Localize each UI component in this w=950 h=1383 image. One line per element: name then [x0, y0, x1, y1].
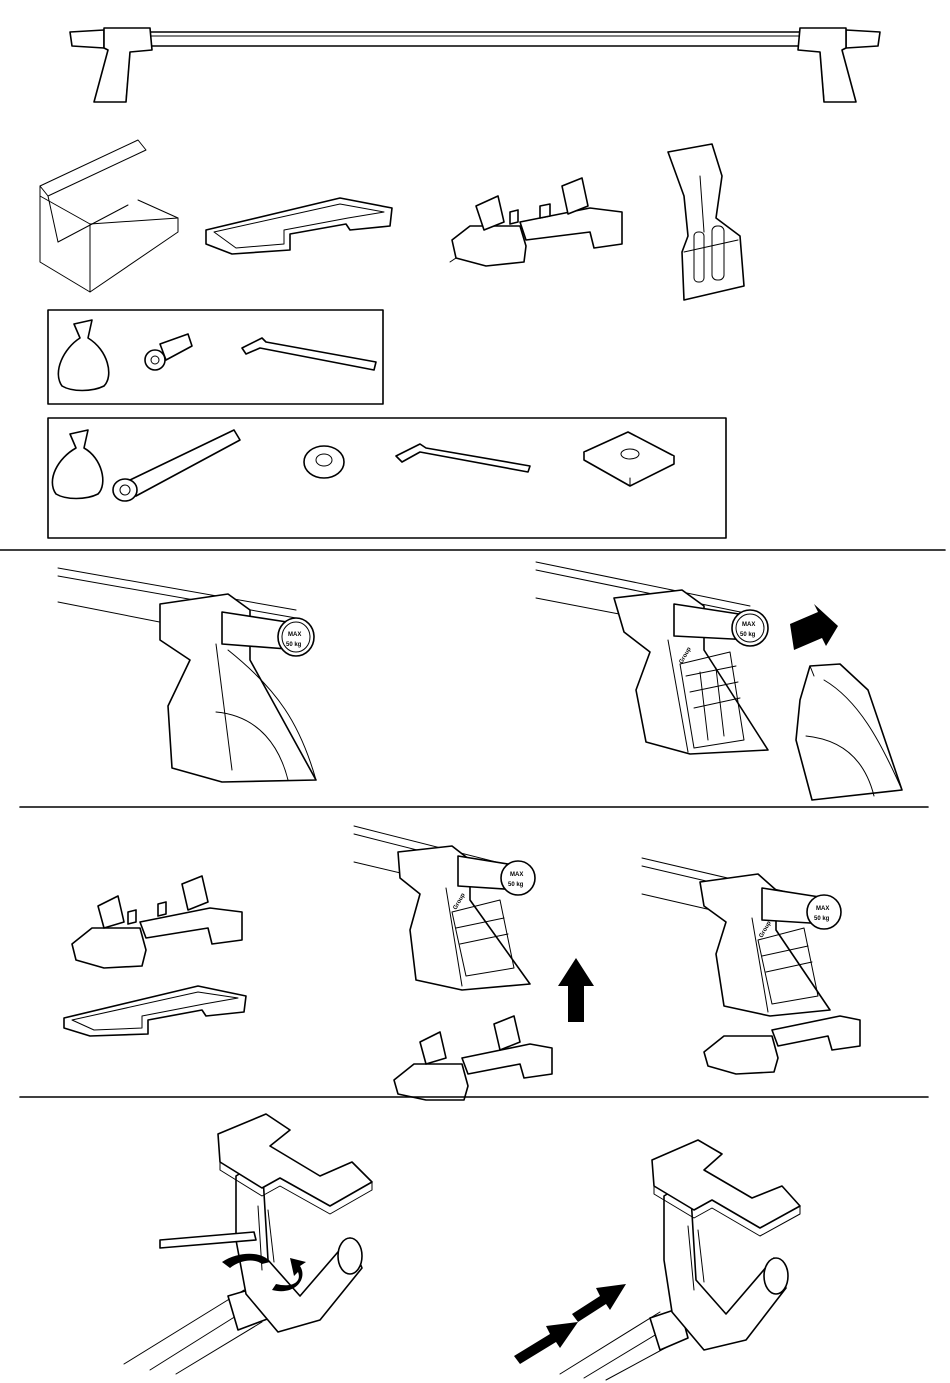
max-load-value: 50 kg: [286, 642, 302, 648]
arrow-icon: [572, 1284, 626, 1322]
clamp-tightening: [124, 1114, 372, 1374]
square-plate-icon: [584, 432, 674, 486]
washer-icon: [304, 446, 344, 478]
bolt-icon: [113, 430, 240, 501]
box-icon: [40, 140, 178, 292]
arrow-icon: [558, 958, 594, 1022]
bag-icon: [58, 320, 108, 391]
foot-cover-icon: [796, 664, 902, 800]
roof-bar-icon: [70, 28, 880, 102]
max-load-value: 50 kg: [508, 882, 524, 888]
max-load-label: MAX: [510, 872, 523, 878]
max-load-value: 50 kg: [740, 632, 756, 638]
foot-assembly-open: Group MAX 50 kg: [536, 562, 902, 800]
arrow-icon: [514, 1322, 578, 1364]
max-load-value: 50 kg: [814, 916, 830, 922]
rubber-pad-icon: [206, 198, 392, 254]
bag-icon: [52, 430, 102, 499]
max-load-label: MAX: [288, 632, 301, 638]
foot-base-icon: [72, 876, 242, 968]
max-load-label: MAX: [742, 622, 755, 628]
max-load-label: MAX: [816, 906, 829, 912]
foot-base-icon: [394, 1016, 552, 1100]
foot-assembly-lift: Group MAX 50 kg: [354, 826, 594, 1100]
rubber-pad-icon: [64, 986, 246, 1036]
foot-assembly-closed: MAX 50 kg: [58, 568, 316, 782]
clamp-adjust: [514, 1140, 800, 1380]
hex-key-icon: [396, 444, 530, 472]
foot-assembly-mounted: Group MAX 50 kg: [642, 858, 860, 1074]
bolt-icon: [145, 334, 192, 370]
clamp-bracket-icon: [668, 144, 744, 300]
hex-key-icon: [242, 338, 376, 370]
arrow-icon: [790, 604, 838, 650]
foot-base-icon: [450, 178, 622, 266]
